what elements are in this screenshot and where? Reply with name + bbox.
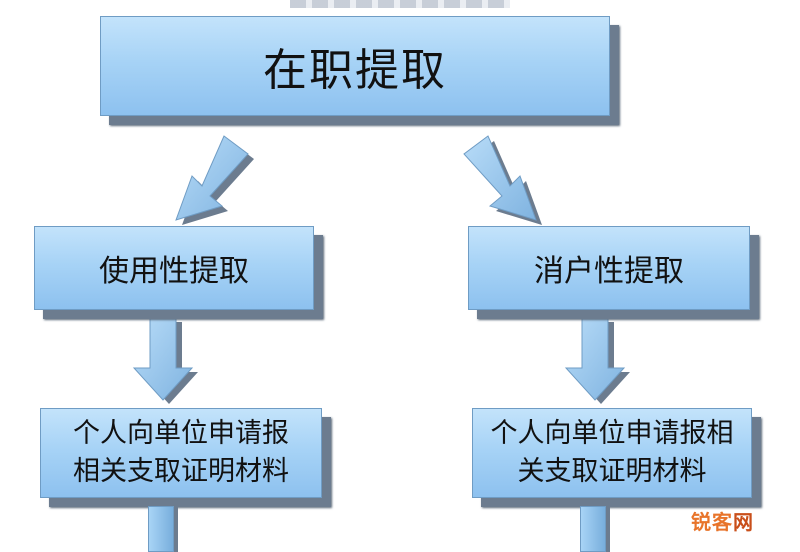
left-step-line-2: 相关支取证明材料 xyxy=(73,456,289,487)
arrow-left-down xyxy=(132,317,198,404)
right-continuation-arrow xyxy=(580,506,606,552)
left-step-line-1: 个人向单位申请报 xyxy=(73,418,289,449)
top-cropped-text xyxy=(290,0,510,8)
right-step-box: 个人向单位申请报相 关支取证明材料 xyxy=(472,408,752,498)
right-step-line-1: 个人向单位申请报相 xyxy=(490,418,734,449)
right-step-line-2: 关支取证明材料 xyxy=(517,456,707,487)
watermark-logo: 锐客网 xyxy=(691,506,754,535)
left-continuation-arrow xyxy=(148,506,174,552)
left-step-text: 个人向单位申请报 相关支取证明材料 xyxy=(73,415,289,491)
left-step-box: 个人向单位申请报 相关支取证明材料 xyxy=(40,408,322,498)
right-branch-box: 消户性提取 xyxy=(468,226,750,310)
arrow-title-to-right xyxy=(463,135,542,225)
left-branch-heading: 使用性提取 xyxy=(99,254,249,289)
arrow-right-down xyxy=(564,317,630,404)
watermark-part-1: 锐客 xyxy=(691,510,733,534)
title-text: 在职提取 xyxy=(263,45,447,96)
right-branch-heading: 消户性提取 xyxy=(534,254,684,289)
right-step-text: 个人向单位申请报相 关支取证明材料 xyxy=(491,415,734,491)
title-box: 在职提取 xyxy=(100,16,610,116)
watermark-part-2: 网 xyxy=(733,510,754,534)
left-branch-box: 使用性提取 xyxy=(34,226,314,310)
arrow-title-to-left xyxy=(175,135,254,225)
